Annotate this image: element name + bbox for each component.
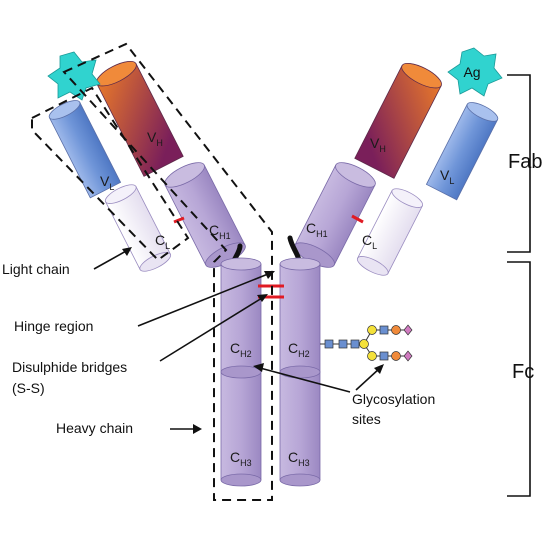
right-vl-label: VL [440,167,454,186]
left-arm-disulphide-bond [173,216,185,224]
right-antigen-shape: Ag [447,47,503,97]
right-ch2-domain [279,257,321,373]
light-chain-arrow [93,249,129,270]
antigen-label: Ag [463,64,480,80]
right-ch3-label: CH3 [288,449,310,468]
fab-label: Fab [508,151,542,173]
right-cl-label: CL [362,232,377,251]
fab-bracket [507,74,531,253]
right-vl-domain [425,102,499,201]
right-ch1-domain [294,162,376,268]
left-ch2-label: CH2 [230,340,252,359]
fc-bracket [507,261,531,497]
right-cl-domain [356,188,424,276]
right-ch2-label: CH2 [288,340,310,359]
left-ch3-domain [220,365,262,487]
light-chain-dashed-outline [31,86,190,262]
right-ch1-label: CH1 [306,220,328,239]
glycosylation-annotation-line1: Glycosylation [352,391,435,407]
heavy-chain-dashed-outline [62,42,273,501]
right-ch3-domain [279,365,321,487]
glycosylation-arrow-right [355,367,381,391]
hinge-region-annotation: Hinge region [14,318,93,334]
light-chain-annotation: Light chain [2,261,70,277]
right-vh-label: VH [370,135,386,154]
disulphide-arrow [159,297,263,362]
glycosylation-arrow-left [259,367,351,393]
hinge-region-arrow [137,273,269,327]
left-cl-domain [104,184,172,272]
glycosylation-annotation-line2: sites [352,411,381,427]
left-vl-label: VL [100,173,114,192]
right-arm-disulphide-bond [351,214,364,224]
left-vl-domain [48,100,122,199]
glycan-tree [320,324,413,362]
fc-label: Fc [512,361,534,383]
left-ch3-label: CH3 [230,449,252,468]
disulphide-annotation-line1: Disulphide bridges [12,359,127,375]
heavy-chain-annotation: Heavy chain [56,420,133,436]
disulphide-annotation-line2: (S-S) [12,380,45,396]
right-vh-domain [354,62,442,179]
left-ch2-domain [220,257,262,373]
left-vh-label: VH [147,129,163,148]
left-ch1-label: CH1 [209,222,231,241]
left-vh-domain [96,60,184,177]
left-cl-label: CL [155,232,170,251]
